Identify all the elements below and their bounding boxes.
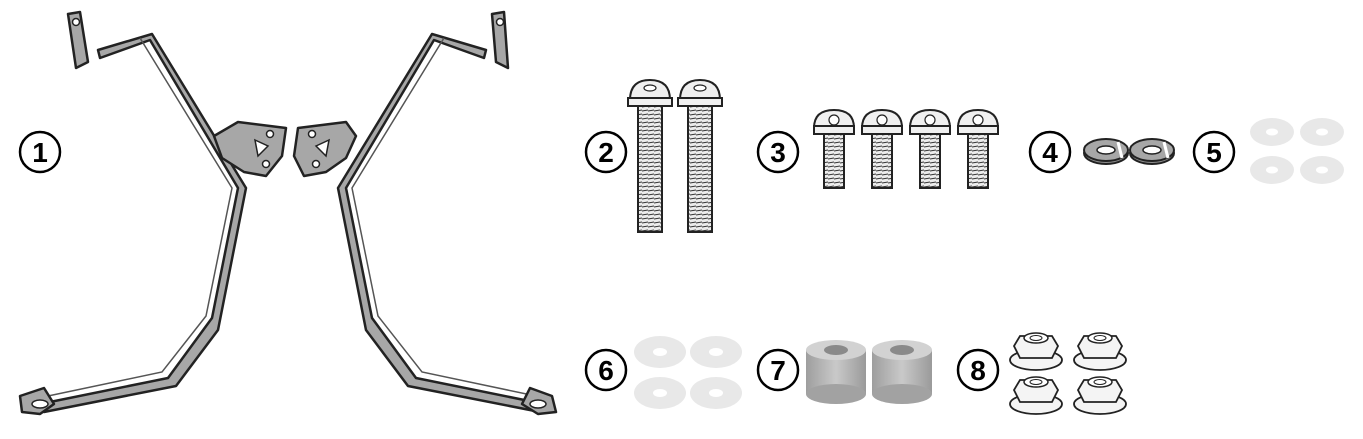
left-frame-arm bbox=[18, 10, 288, 416]
callout-1: 1 bbox=[18, 130, 62, 174]
short-bolt bbox=[860, 108, 904, 189]
flat-washer bbox=[1300, 118, 1344, 146]
short-bolt bbox=[956, 108, 1000, 189]
short-bolts-illustration bbox=[812, 108, 1000, 189]
long-bolt bbox=[627, 78, 673, 233]
flat-washer bbox=[690, 377, 742, 409]
callout-number: 5 bbox=[1206, 137, 1222, 168]
flat-washer bbox=[634, 377, 686, 409]
callout-number: 2 bbox=[598, 137, 614, 168]
short-bolt bbox=[812, 108, 856, 189]
short-bolt bbox=[908, 108, 952, 189]
flange-nut bbox=[1073, 332, 1127, 371]
flat-washer bbox=[634, 336, 686, 368]
flange-nuts-illustration bbox=[1009, 332, 1127, 415]
flat-washer bbox=[1250, 156, 1294, 184]
spacers-illustration bbox=[806, 340, 932, 404]
callout-number: 1 bbox=[32, 137, 48, 168]
flat-washers-illustration-5 bbox=[1250, 118, 1344, 184]
spacer bbox=[872, 340, 932, 404]
flat-washers-illustration-6 bbox=[634, 336, 742, 409]
callout-number: 3 bbox=[770, 137, 786, 168]
flange-nut bbox=[1073, 376, 1127, 415]
lock-washers-illustration bbox=[1083, 138, 1175, 165]
spacer bbox=[806, 340, 866, 404]
callout-8: 8 bbox=[956, 348, 1000, 392]
callout-6: 6 bbox=[584, 348, 628, 392]
callout-number: 7 bbox=[770, 355, 786, 386]
flange-nut bbox=[1009, 376, 1063, 415]
callout-4: 4 bbox=[1028, 130, 1072, 174]
split-lock-washer bbox=[1083, 138, 1129, 165]
frame-arms-illustration bbox=[18, 10, 558, 416]
flat-washer bbox=[1300, 156, 1344, 184]
callout-number: 6 bbox=[598, 355, 614, 386]
split-lock-washer bbox=[1129, 138, 1175, 165]
callout-number: 4 bbox=[1042, 137, 1058, 168]
flat-washer bbox=[690, 336, 742, 368]
callout-7: 7 bbox=[756, 348, 800, 392]
callout-5: 5 bbox=[1192, 130, 1236, 174]
flat-washer bbox=[1250, 118, 1294, 146]
long-bolts-illustration bbox=[627, 78, 723, 233]
callout-2: 2 bbox=[584, 130, 628, 174]
callout-number: 8 bbox=[970, 355, 986, 386]
right-frame-arm bbox=[292, 10, 558, 416]
callout-3: 3 bbox=[756, 130, 800, 174]
long-bolt bbox=[677, 78, 723, 233]
flange-nut bbox=[1009, 332, 1063, 371]
